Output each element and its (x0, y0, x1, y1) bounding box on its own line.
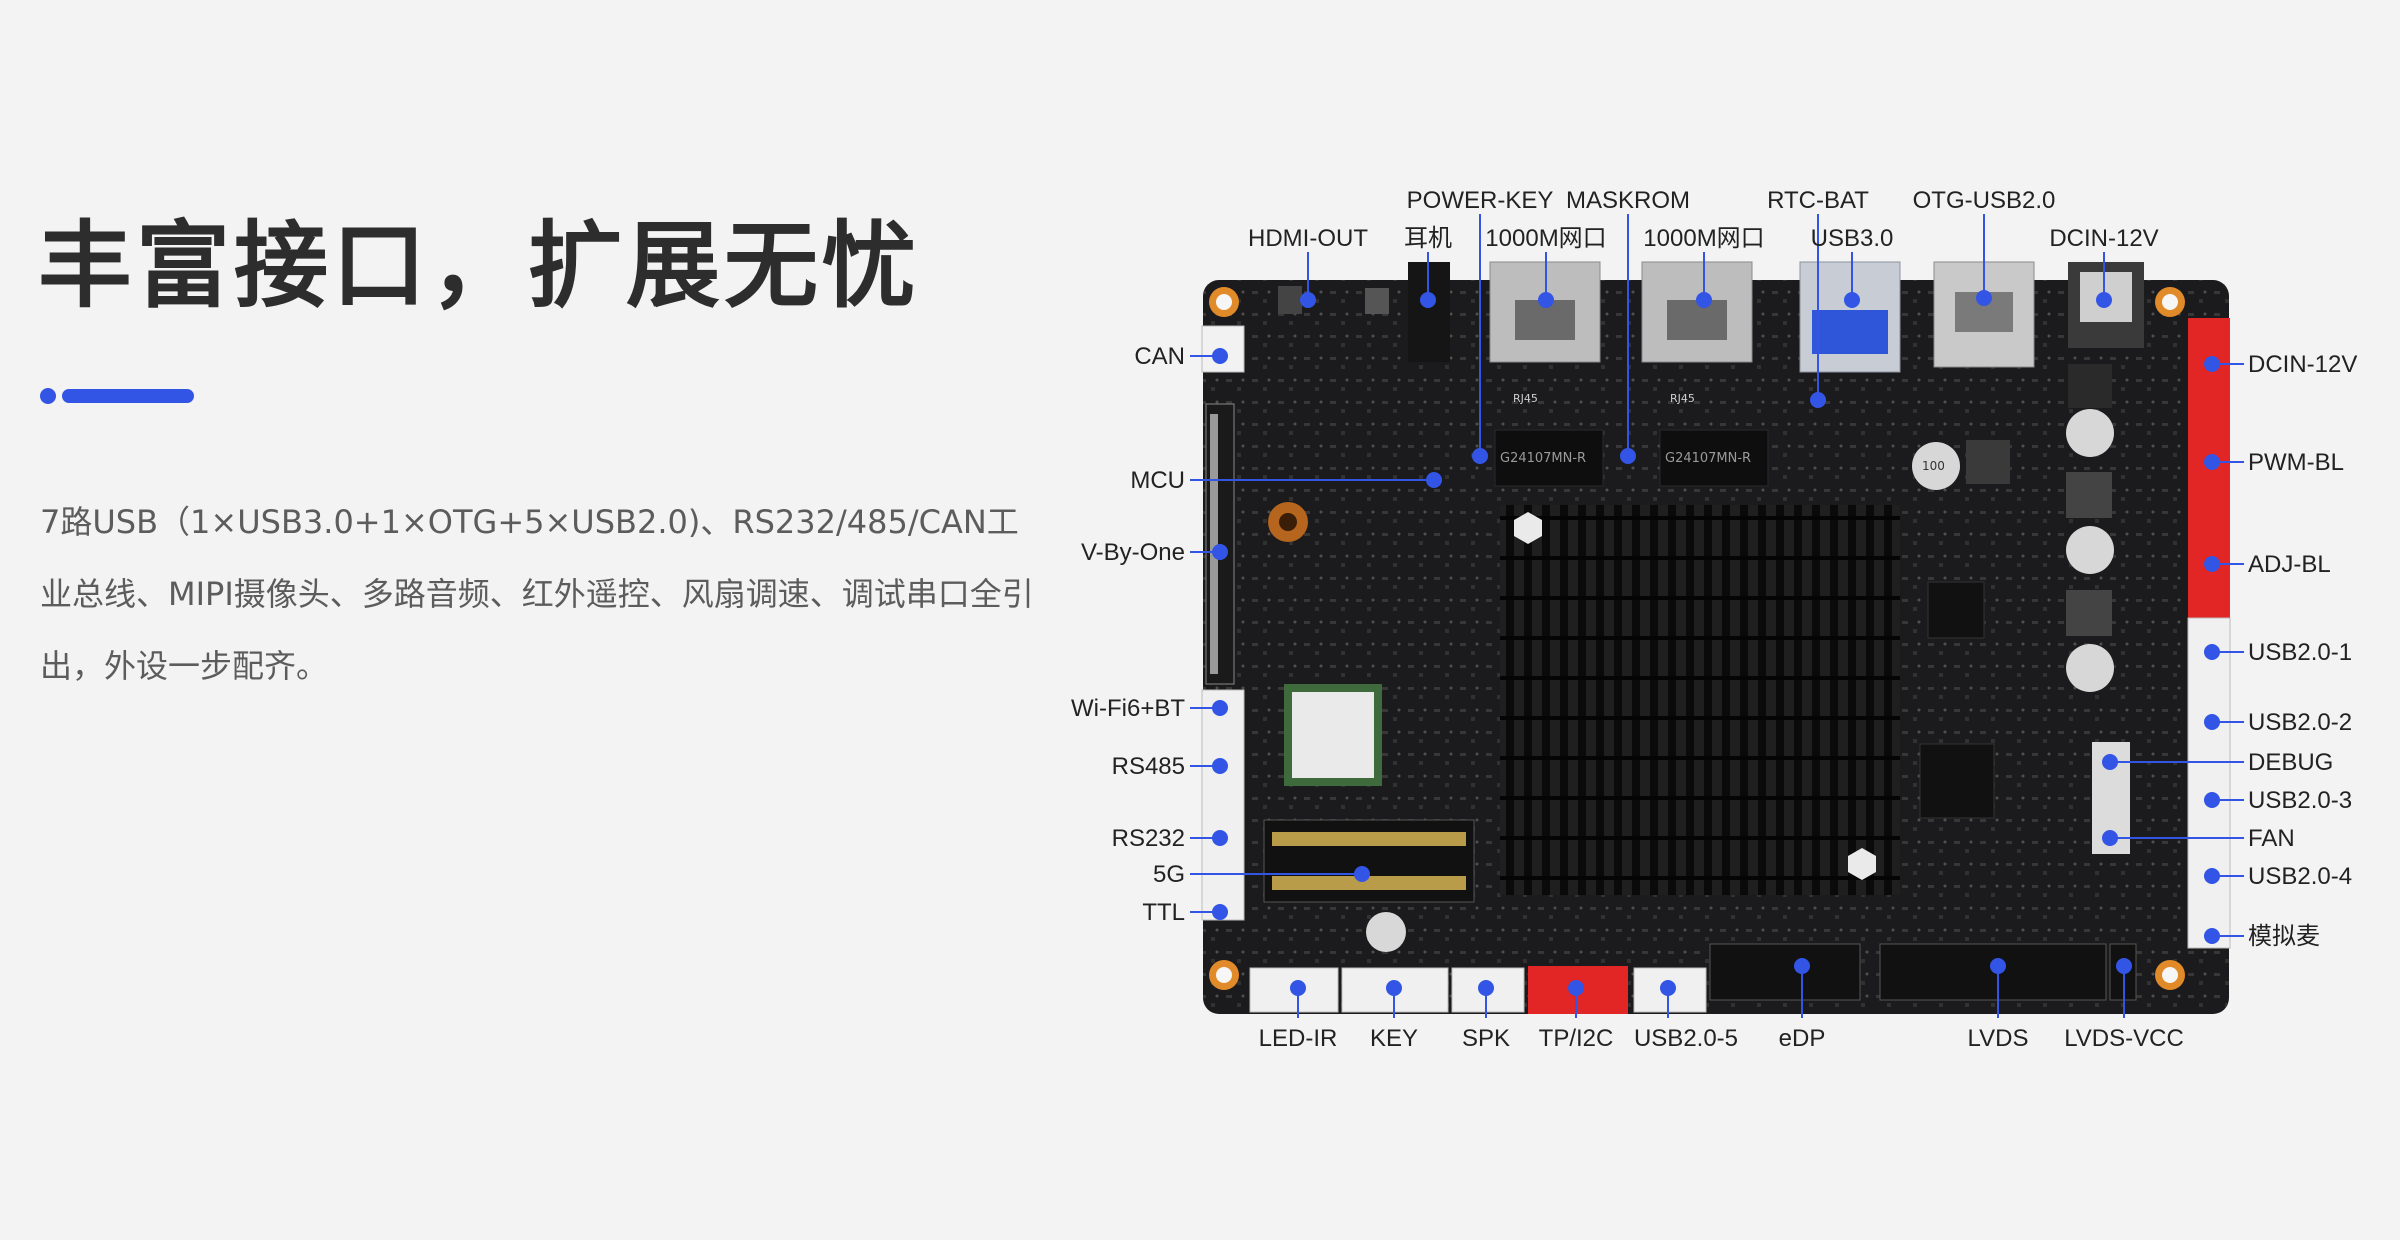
maskrom-label: MASKROM (1566, 187, 1690, 214)
lvds-vcc-marker (2116, 958, 2132, 974)
lan2-marker (1696, 292, 1712, 308)
wifi-marker (1212, 700, 1228, 716)
phy-chip-a: G24107MN-R (1500, 451, 1586, 466)
page-title: 丰富接口，扩展无忧 (38, 212, 921, 321)
dcin-right-marker (2204, 356, 2220, 372)
usb2-5-label: USB2.0-5 (1634, 1025, 1738, 1052)
usb2-5-marker (1660, 980, 1676, 996)
usb2-1-label: USB2.0-1 (2248, 639, 2352, 666)
rj45-silk-b: RJ45 (1670, 392, 1695, 405)
dcin-top-marker (2096, 292, 2112, 308)
rs232-marker (1212, 830, 1228, 846)
key-marker (1386, 980, 1402, 996)
key-label: KEY (1370, 1025, 1418, 1052)
usb2-3-label: USB2.0-3 (2248, 787, 2352, 814)
right-components: 100 (1912, 318, 2231, 949)
otg-usb-label: OTG-USB2.0 (1913, 187, 2056, 214)
usb2-4-label: USB2.0-4 (2248, 863, 2352, 890)
top-connectors: RJ45 RJ45 G24107MN-R G24107MN-R (1278, 261, 2144, 487)
callouts: POWER-KEY MASKROM RTC-BAT OTG-USB2.0HDMI-OU… (1071, 187, 2357, 1052)
maskrom-marker (1620, 448, 1636, 464)
rtc-bat-marker (1810, 392, 1826, 408)
rj45-silk-a: RJ45 (1513, 392, 1538, 405)
lvds-label: LVDS (1968, 1025, 2029, 1052)
phy-chip-b: G24107MN-R (1665, 451, 1751, 466)
ttl-marker (1212, 904, 1228, 920)
usb2-4-marker (2204, 868, 2220, 884)
mcu-label: MCU (1130, 467, 1185, 494)
fiveg-label: 5G (1153, 861, 1185, 888)
led-ir-label: LED-IR (1259, 1025, 1338, 1052)
led-ir-marker (1290, 980, 1306, 996)
edp-label: eDP (1779, 1025, 1826, 1052)
usb2-3-marker (2204, 792, 2220, 808)
dcin-top-label: DCIN-12V (2049, 225, 2158, 252)
vbyone-marker (1212, 544, 1228, 560)
adj-bl-marker (2204, 556, 2220, 572)
tp-i2c-marker (1568, 980, 1584, 996)
usb2-2-marker (2204, 714, 2220, 730)
fan-marker (2102, 830, 2118, 846)
pwm-bl-label: PWM-BL (2248, 449, 2344, 476)
debug-label: DEBUG (2248, 749, 2333, 776)
earphone-label: 耳机 (1404, 225, 1452, 252)
earphone-marker (1420, 292, 1436, 308)
lan1-label: 1000M网口 (1485, 225, 1606, 252)
heatsink (1500, 505, 1900, 895)
left-components (1201, 325, 1475, 952)
lvds-vcc-label: LVDS-VCC (2064, 1025, 2184, 1052)
power-key-label: POWER-KEY (1407, 187, 1554, 214)
usb30-marker (1844, 292, 1860, 308)
tp-i2c-label: TP/I2C (1539, 1025, 1614, 1052)
spk-marker (1478, 980, 1494, 996)
lan1-marker (1538, 292, 1554, 308)
lvds-marker (1990, 958, 2006, 974)
dcin-right-label: DCIN-12V (2248, 351, 2357, 378)
mcu-marker (1426, 472, 1442, 488)
vbyone-label: V-By-One (1081, 539, 1185, 566)
edp-marker (1794, 958, 1810, 974)
power-key-marker (1472, 448, 1488, 464)
adj-bl-label: ADJ-BL (2248, 551, 2331, 578)
hdmi-out-label: HDMI-OUT (1248, 225, 1368, 252)
accent-dot (40, 388, 56, 404)
debug-marker (2102, 754, 2118, 770)
usb2-2-label: USB2.0-2 (2248, 709, 2352, 736)
rtc-bat-label: RTC-BAT (1767, 187, 1869, 214)
lan2-label: 1000M网口 (1643, 225, 1764, 252)
fiveg-marker (1354, 866, 1370, 882)
usb30-label: USB3.0 (1811, 225, 1894, 252)
hdmi-out-marker (1300, 292, 1316, 308)
pwm-bl-marker (2204, 454, 2220, 470)
otg-usb-marker (1976, 290, 1992, 306)
accent-bar (62, 389, 194, 403)
spk-label: SPK (1462, 1025, 1510, 1052)
rs485-label: RS485 (1112, 753, 1185, 780)
mic-label: 模拟麦 (2248, 923, 2320, 950)
rs232-label: RS232 (1112, 825, 1185, 852)
wifi-label: Wi-Fi6+BT (1071, 695, 1185, 722)
can-label: CAN (1134, 343, 1185, 370)
mic-marker (2204, 928, 2220, 944)
rs485-marker (1212, 758, 1228, 774)
feature-description: 7路USB（1×USB3.0+1×OTG+5×USB2.0)、RS232/485… (40, 503, 1034, 685)
usb2-1-marker (2204, 644, 2220, 660)
cap-value: 100 (1922, 459, 1945, 473)
can-marker (1212, 348, 1228, 364)
fan-label: FAN (2248, 825, 2295, 852)
ttl-label: TTL (1142, 899, 1185, 926)
